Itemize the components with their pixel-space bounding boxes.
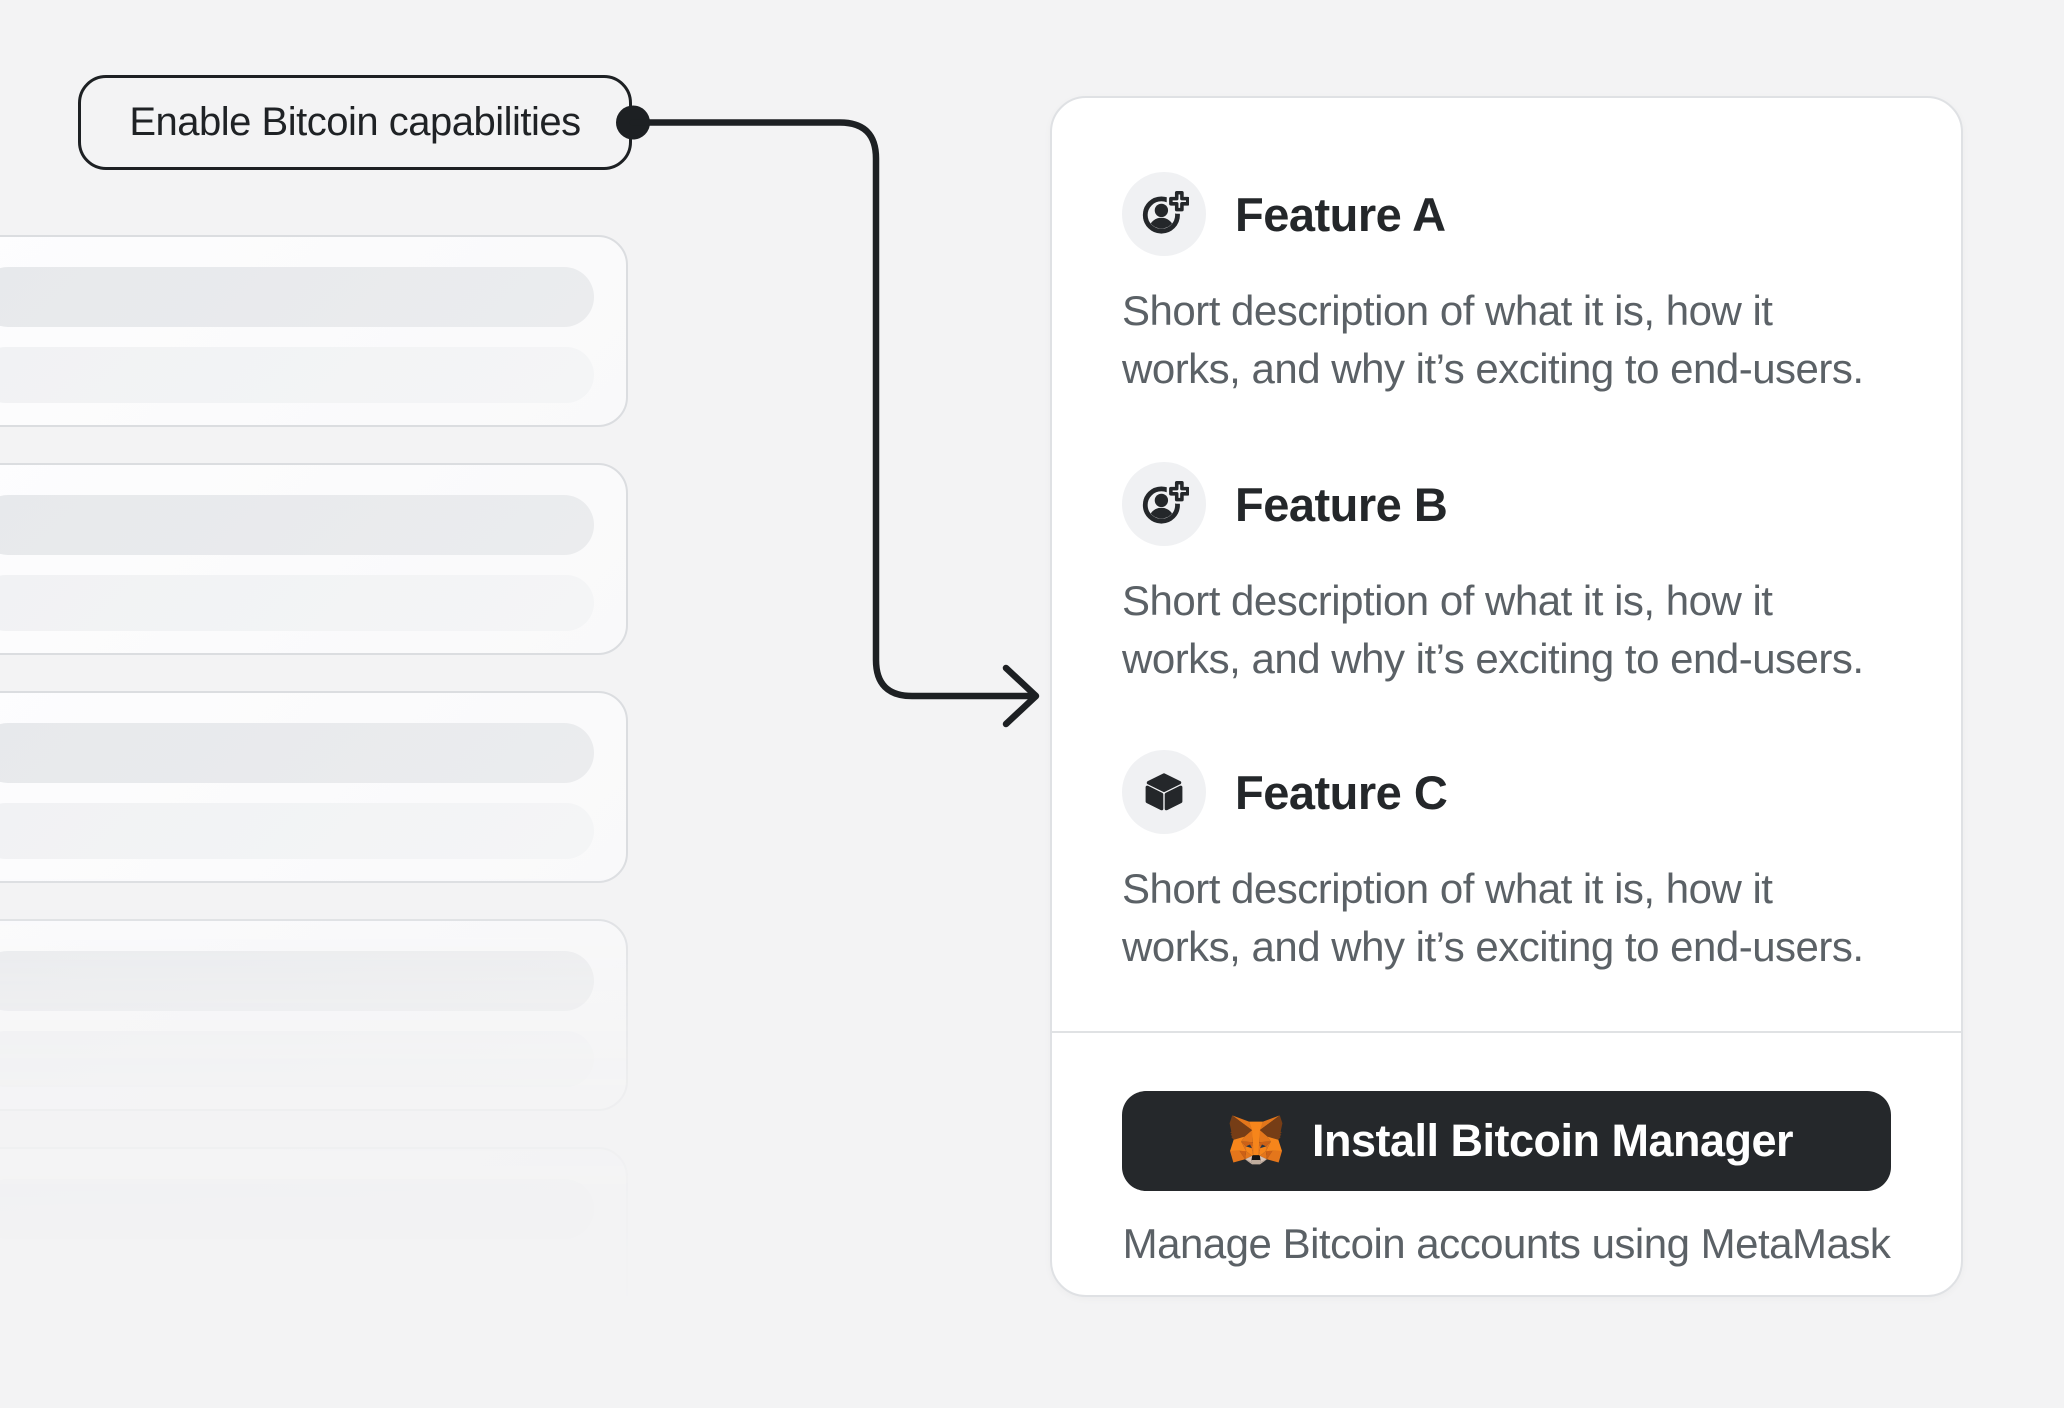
description-line: Short description of what it is, how it [1122, 577, 1773, 624]
skeleton-bar [0, 575, 594, 631]
metamask-fox-icon [1229, 1115, 1283, 1165]
feature-row-c: Feature C [1122, 750, 1448, 834]
skeleton-bar [0, 347, 594, 403]
install-caption: Manage Bitcoin accounts using MetaMask [1122, 1220, 1891, 1267]
description-line: works, and why it’s exciting to end-user… [1122, 923, 1864, 970]
skeleton-card [0, 919, 628, 1111]
description-line: Short description of what it is, how it [1122, 865, 1773, 912]
bitcoin-features-card: Feature A Short description of what it i… [1050, 96, 1963, 1297]
feature-description: Short description of what it is, how it … [1122, 572, 1932, 688]
arrowhead-icon [1002, 664, 1040, 728]
user-add-icon [1122, 462, 1206, 546]
description-line: Short description of what it is, how it [1122, 287, 1773, 334]
skeleton-card [0, 691, 628, 883]
description-line: works, and why it’s exciting to end-user… [1122, 345, 1864, 392]
card-footer-divider [1052, 1031, 1961, 1033]
feature-row-a: Feature A [1122, 172, 1446, 256]
skeleton-bar [0, 1031, 594, 1087]
skeleton-bar [0, 723, 594, 783]
feature-description: Short description of what it is, how it … [1122, 860, 1932, 976]
install-bitcoin-manager-button[interactable]: Install Bitcoin Manager [1122, 1091, 1891, 1191]
description-line: works, and why it’s exciting to end-user… [1122, 635, 1864, 682]
skeleton-bar [0, 495, 594, 555]
feature-description: Short description of what it is, how it … [1122, 282, 1932, 398]
skeleton-bar [0, 1179, 594, 1239]
feature-row-b: Feature B [1122, 462, 1448, 546]
feature-title: Feature B [1235, 477, 1448, 531]
skeleton-bar [0, 1259, 594, 1315]
skeleton-bar [0, 267, 594, 327]
callout-text: Enable Bitcoin capabilities [129, 100, 581, 144]
user-add-icon [1122, 172, 1206, 256]
skeleton-card [0, 235, 628, 427]
callout-label: Enable Bitcoin capabilities [78, 75, 632, 170]
skeleton-card [0, 1147, 628, 1339]
skeleton-card [0, 463, 628, 655]
skeleton-bar [0, 803, 594, 859]
feature-title: Feature C [1235, 765, 1448, 819]
feature-title: Feature A [1235, 187, 1446, 241]
skeleton-bar [0, 951, 594, 1011]
install-button-label: Install Bitcoin Manager [1311, 1115, 1794, 1166]
skeleton-column [0, 0, 760, 1408]
cube-icon [1122, 750, 1206, 834]
